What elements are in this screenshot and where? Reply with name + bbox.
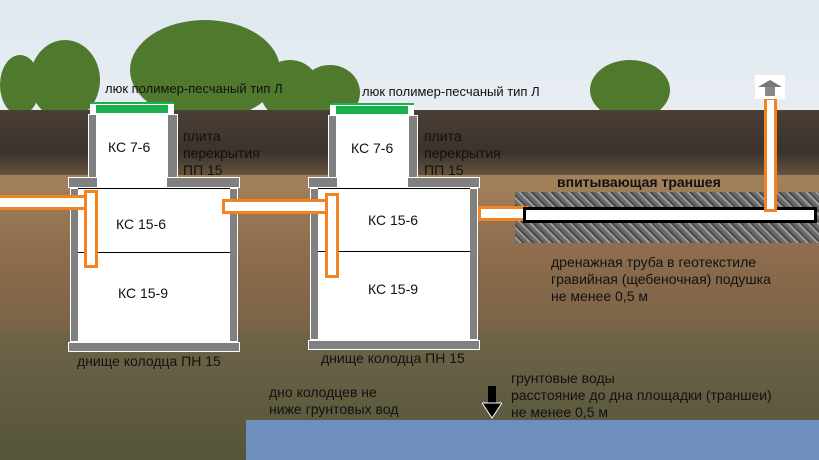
vent-cap-icon <box>755 75 785 99</box>
groundwater <box>246 420 819 460</box>
tree <box>30 40 100 120</box>
hatch-cover <box>90 102 174 115</box>
tree <box>0 55 40 115</box>
neck-label: КС 7-6 <box>351 140 394 156</box>
overflow-pipe <box>222 199 329 214</box>
hatch-label: люк полимер-песчаный тип Л <box>362 84 540 99</box>
ring-label: КС 15-9 <box>118 285 169 301</box>
outlet-pipe <box>478 206 528 221</box>
inlet-pipe <box>0 195 87 210</box>
ring-label: КС 15-6 <box>116 216 167 232</box>
ring-label: КС 15-6 <box>368 212 419 228</box>
bottom-plate <box>68 342 240 352</box>
inlet-tee <box>84 190 98 268</box>
down-arrow-icon <box>481 386 503 422</box>
bottom-plate <box>308 340 480 350</box>
ring-divider <box>318 251 470 252</box>
neck-label: КС 7-6 <box>108 139 151 155</box>
hatch-label: люк полимер-песчаный тип Л <box>105 81 283 96</box>
bottom-label: днище колодца ПН 15 <box>77 353 221 369</box>
hatch-cover <box>330 103 414 116</box>
ring-divider <box>78 252 230 253</box>
vent-pipe <box>764 97 777 212</box>
bottom-label: днище колодца ПН 15 <box>321 350 465 366</box>
drainage-pipe <box>523 207 817 223</box>
trench-label: впитывающая траншея <box>557 174 721 190</box>
ring-label: КС 15-9 <box>368 281 419 297</box>
overflow-tee <box>325 193 339 278</box>
